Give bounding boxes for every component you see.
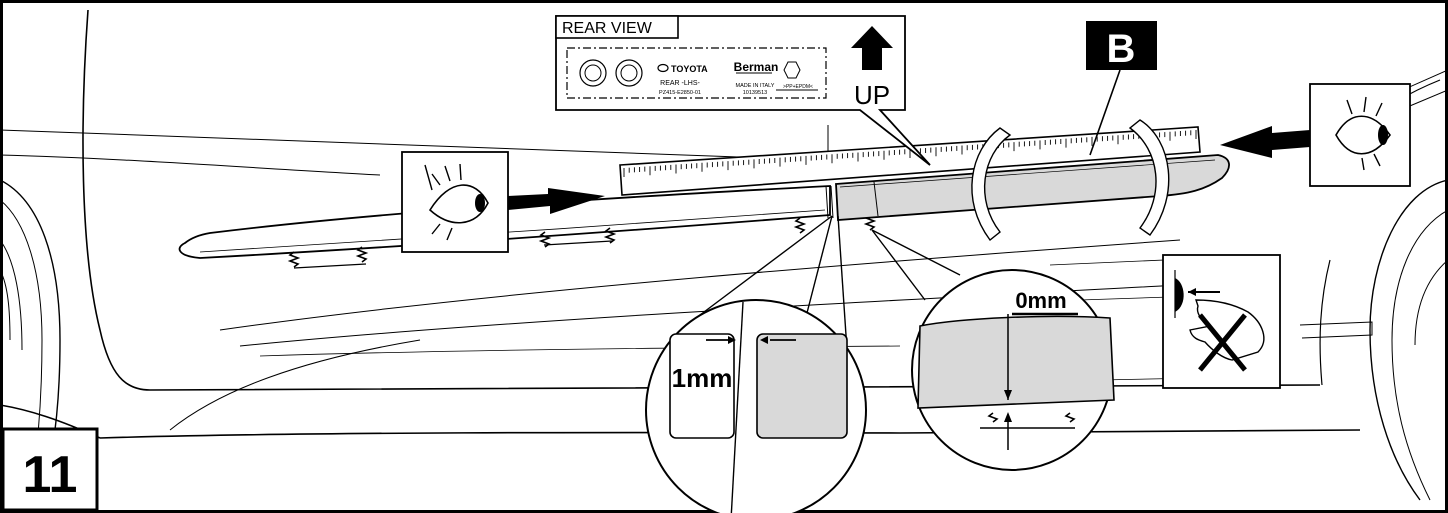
rear-molding-part-b: [825, 154, 1230, 221]
label-callout: [555, 15, 931, 166]
rear-view-header: REAR VIEW: [562, 20, 653, 37]
rotation-arcs: [971, 119, 1170, 241]
part-b-leader: [1089, 69, 1121, 156]
label-part-number: PZ415-E2850-01: [659, 90, 701, 96]
up-arrow-icon: [851, 26, 893, 70]
orientation-label: UP: [854, 80, 890, 110]
label-made-in: MADE IN ITALY: [736, 83, 775, 89]
gap-magnifier-left: [645, 215, 867, 513]
eye-icon: [401, 151, 509, 253]
view-arrow-right: [508, 188, 605, 214]
gap-right-value: 0mm: [1015, 288, 1066, 313]
alignment-ruler: [619, 126, 1201, 196]
step-number: 11: [23, 446, 78, 504]
eye-icon: [1309, 83, 1411, 187]
label-brand: TOYOTA: [671, 64, 708, 74]
step-number-box: [1, 427, 99, 512]
part-letter: B: [1107, 27, 1136, 71]
no-press-hand-icon: [1162, 254, 1281, 389]
gap-left-value: 1mm: [672, 363, 733, 393]
label-maker: Berman: [734, 60, 779, 74]
gap-magnifier-right: [871, 229, 1115, 471]
label-maker-code: 10139513: [743, 90, 767, 96]
view-arrow-left: [1220, 126, 1310, 158]
part-letter-badge: [1086, 21, 1157, 70]
label-part-side: REAR -LHS-: [660, 80, 700, 87]
label-material: >PP+EPDM<: [783, 84, 813, 90]
